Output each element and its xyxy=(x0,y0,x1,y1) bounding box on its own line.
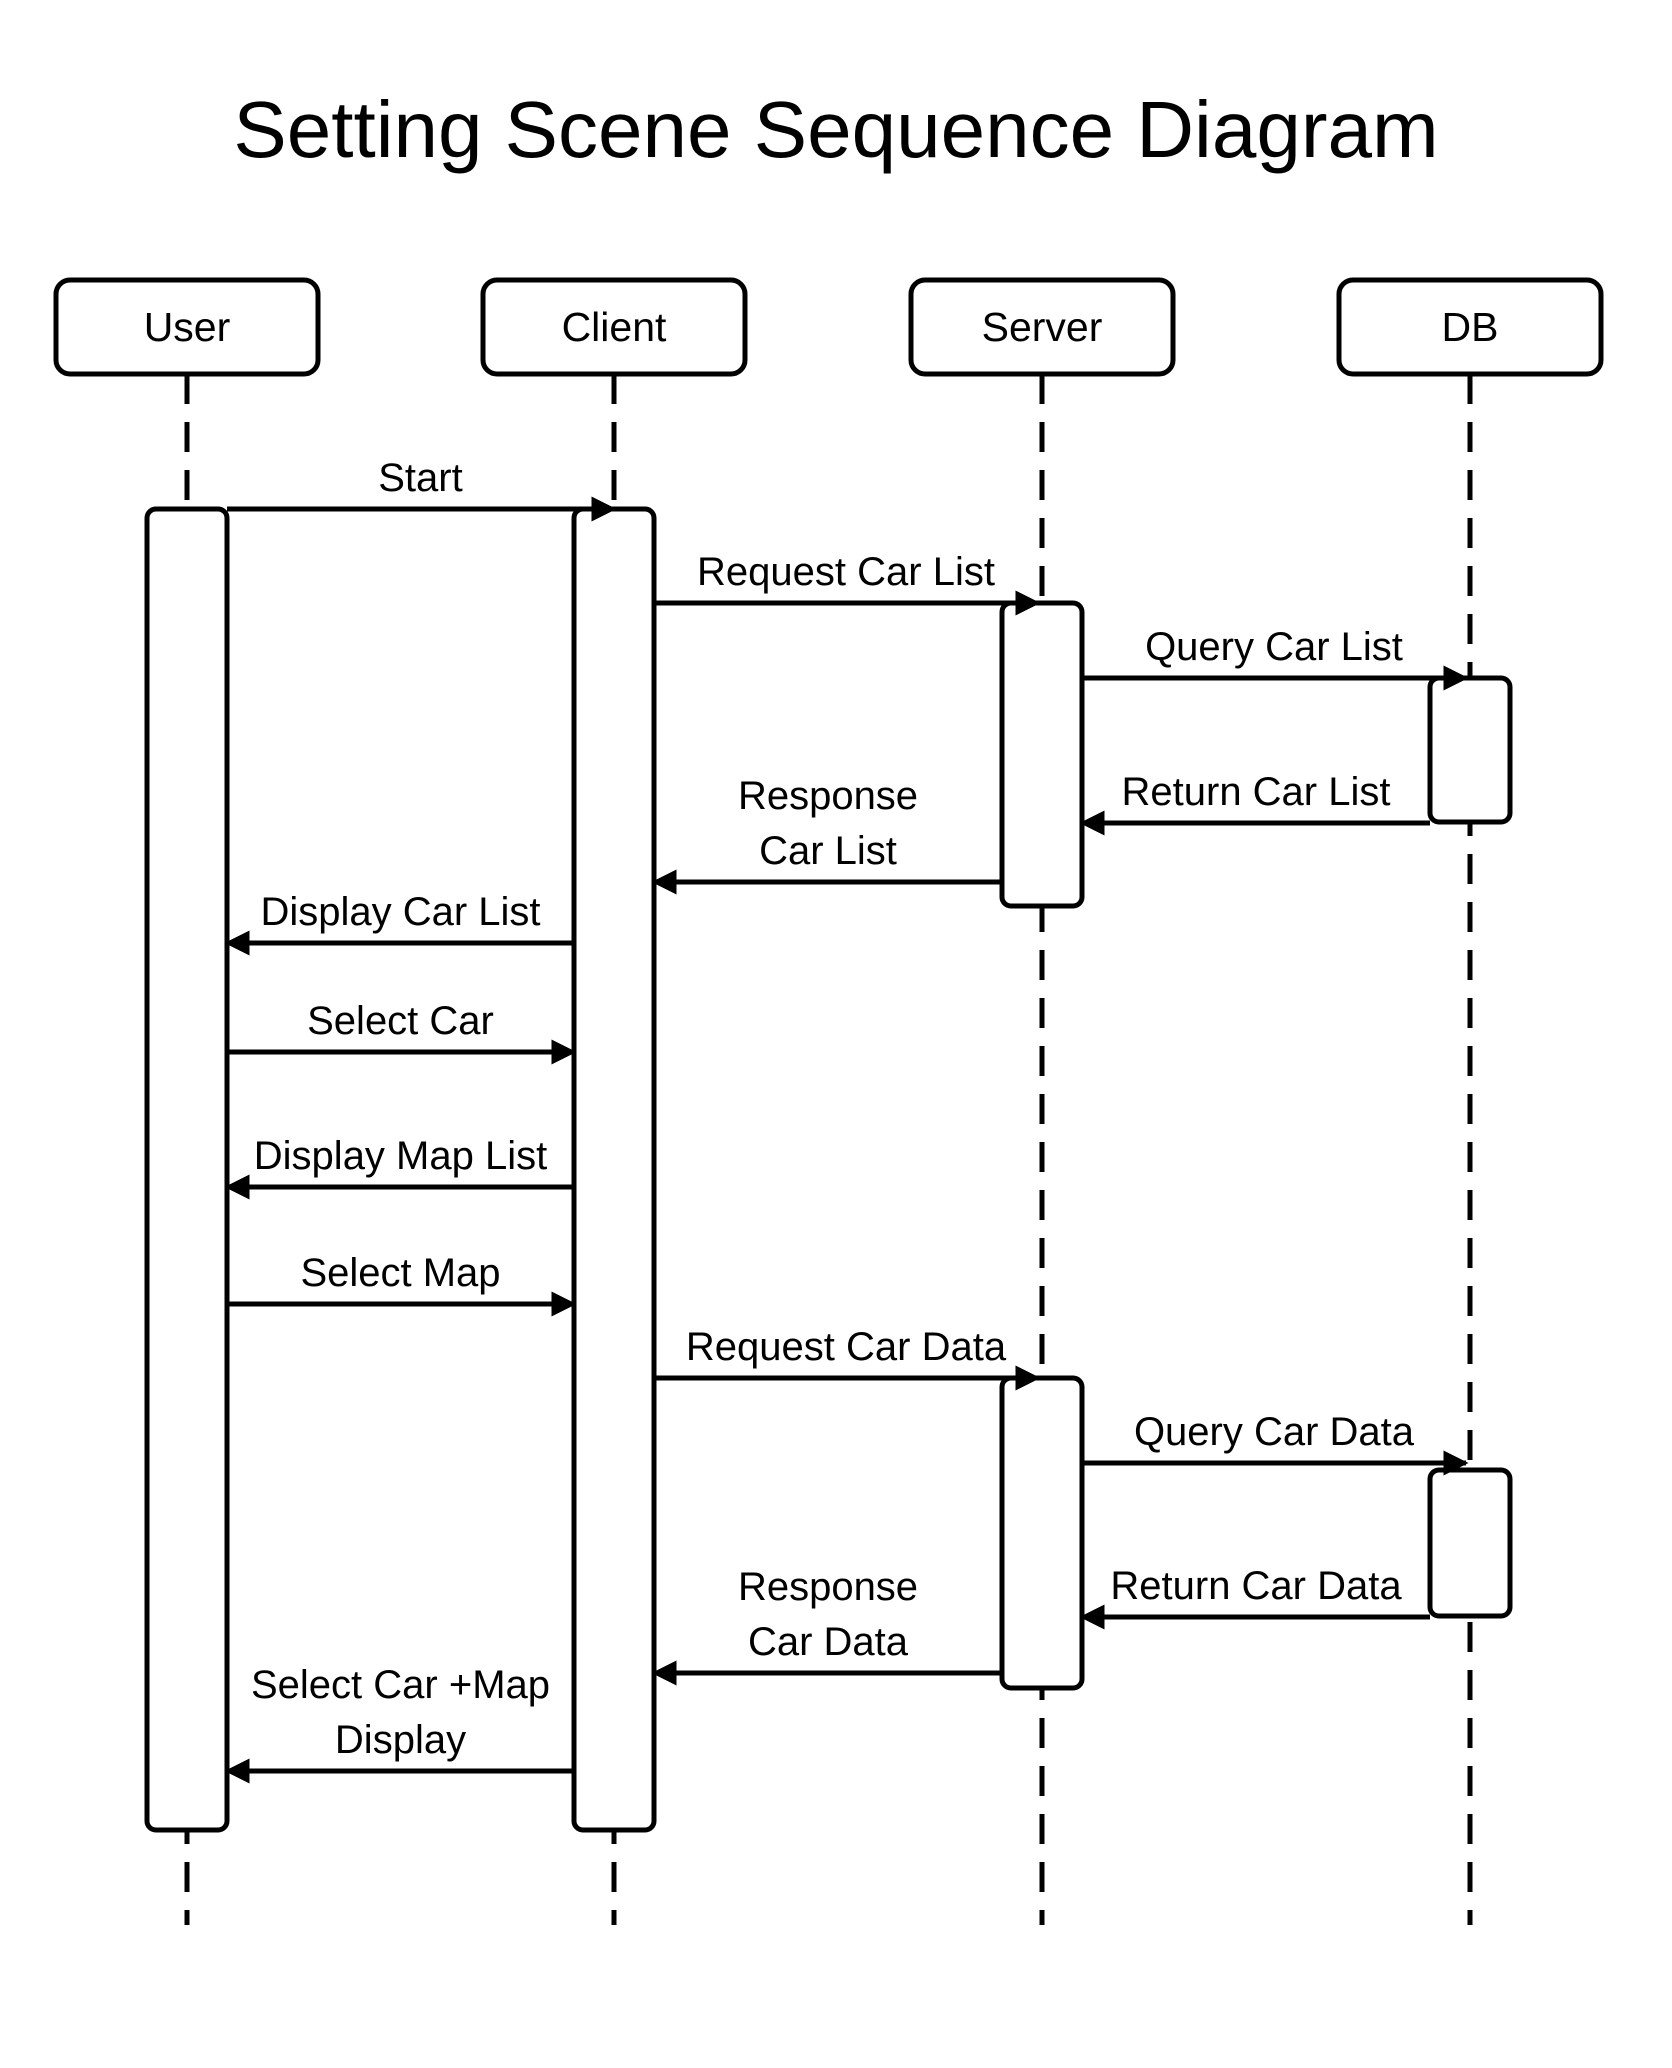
message-1: Request Car List xyxy=(654,550,1041,616)
message-9: Request Car Data xyxy=(654,1325,1041,1391)
message-3: Return Car List xyxy=(1079,770,1430,836)
actor-box-db xyxy=(1336,277,1604,377)
actor-headers: User Client Server DB xyxy=(53,277,1604,377)
message-label: Car List xyxy=(759,829,897,873)
message-label: Return Car Data xyxy=(1110,1564,1402,1608)
message-0: Start xyxy=(227,456,617,522)
message-10: Query Car Data xyxy=(1082,1410,1469,1476)
message-label: Select Car +Map xyxy=(251,1663,550,1707)
message-label: Display Map List xyxy=(254,1134,547,1178)
message-label: Query Car Data xyxy=(1134,1410,1415,1454)
message-label: Return Car List xyxy=(1122,770,1391,814)
message-label: Car Data xyxy=(748,1620,909,1664)
message-2: Query Car List xyxy=(1082,625,1469,691)
activation-bars xyxy=(144,506,1513,1833)
message-label: Response xyxy=(738,1565,918,1609)
actor-box-server xyxy=(908,277,1176,377)
activation-bar-server xyxy=(999,600,1085,909)
actor-box-user xyxy=(53,277,321,377)
message-11: Return Car Data xyxy=(1079,1564,1430,1630)
actor-box-client xyxy=(480,277,748,377)
actor-label-server: Server xyxy=(982,304,1103,350)
actor-label-db: DB xyxy=(1442,304,1499,350)
actor-label-user: User xyxy=(144,304,231,350)
message-label: Request Car List xyxy=(697,550,995,594)
message-label: Response xyxy=(738,774,918,818)
message-8: Select Map xyxy=(227,1251,577,1317)
message-label: Query Car List xyxy=(1145,625,1403,669)
message-label: Start xyxy=(378,456,462,500)
activation-bar-server xyxy=(999,1375,1085,1691)
message-label: Request Car Data xyxy=(686,1325,1007,1369)
message-label: Display Car List xyxy=(260,890,540,934)
activation-bar-db xyxy=(1427,675,1513,825)
activation-bar-user xyxy=(144,506,230,1833)
message-5: Display Car List xyxy=(224,890,574,956)
message-label: Select Map xyxy=(300,1251,500,1295)
actor-label-client: Client xyxy=(562,304,667,350)
message-label: Select Car xyxy=(307,999,494,1043)
message-6: Select Car xyxy=(227,999,577,1065)
activation-bar-client xyxy=(571,506,657,1833)
diagram-title: Setting Scene Sequence Diagram xyxy=(233,85,1438,174)
message-7: Display Map List xyxy=(224,1134,574,1200)
message-label: Display xyxy=(335,1718,466,1762)
activation-bar-db xyxy=(1427,1467,1513,1619)
